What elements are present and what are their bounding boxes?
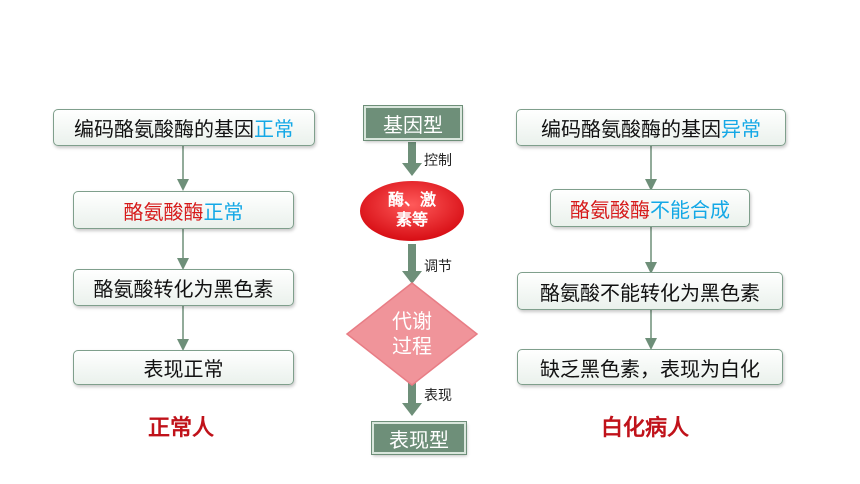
right-gene-prefix: 编码酪氨酸酶的基因 <box>541 117 721 141</box>
left-conversion-text: 酪氨酸转化为黑色素 <box>93 277 274 301</box>
left-enzyme-prefix: 酪氨酸酶 <box>123 199 204 224</box>
metabolism-text: 代谢 过程 <box>372 309 452 359</box>
right-phenotype-box: 缺乏黑色素，表现为白化 <box>517 349 783 385</box>
center-arrow-3 <box>402 378 422 416</box>
left-gene-suffix: 正常 <box>254 117 294 141</box>
left-caption: 正常人 <box>148 416 215 441</box>
enzyme-ellipse-text: 酶、激 素等 <box>359 190 465 230</box>
right-enzyme-suffix: 不能合成 <box>650 197 730 222</box>
right-enzyme-box: 酪氨酸酶不能合成 <box>550 189 750 227</box>
enzyme-ellipse <box>358 179 466 243</box>
genotype-box: 基因型 <box>363 105 463 141</box>
center-arrow-1 <box>402 142 422 176</box>
right-conversion-text: 酪氨酸不能转化为黑色素 <box>540 280 760 305</box>
right-enzyme-prefix: 酪氨酸酶 <box>570 197 650 222</box>
left-phenotype-box: 表现正常 <box>73 350 294 385</box>
left-conversion-box: 酪氨酸转化为黑色素 <box>73 269 294 306</box>
left-enzyme-suffix: 正常 <box>203 199 244 224</box>
right-phenotype-text: 缺乏黑色素，表现为白化 <box>540 356 760 381</box>
right-gene-suffix: 异常 <box>721 117 761 141</box>
regulate-label: 调节 <box>424 259 452 275</box>
enzyme-line-1: 酶、激 <box>387 190 436 209</box>
left-gene-normal-box: 编码酪氨酸酶的基因正常 <box>53 109 315 146</box>
enzyme-line-2: 素等 <box>395 210 428 229</box>
left-phenotype-text: 表现正常 <box>143 357 224 381</box>
phenotype-box: 表现型 <box>371 421 467 455</box>
metab-line-1: 代谢 <box>392 309 432 333</box>
metabolism-diamond <box>345 282 479 386</box>
right-conversion-box: 酪氨酸不能转化为黑色素 <box>517 272 783 310</box>
right-gene-abnormal-box: 编码酪氨酸酶的基因异常 <box>516 109 786 146</box>
center-arrow-2 <box>402 244 422 284</box>
left-gene-prefix: 编码酪氨酸酶的基因 <box>74 117 254 141</box>
metab-line-2: 过程 <box>392 334 432 358</box>
express-label: 表现 <box>424 388 452 404</box>
left-enzyme-normal-box: 酪氨酸酶正常 <box>73 191 294 229</box>
control-label: 控制 <box>424 153 452 169</box>
right-caption: 白化病人 <box>601 416 690 441</box>
